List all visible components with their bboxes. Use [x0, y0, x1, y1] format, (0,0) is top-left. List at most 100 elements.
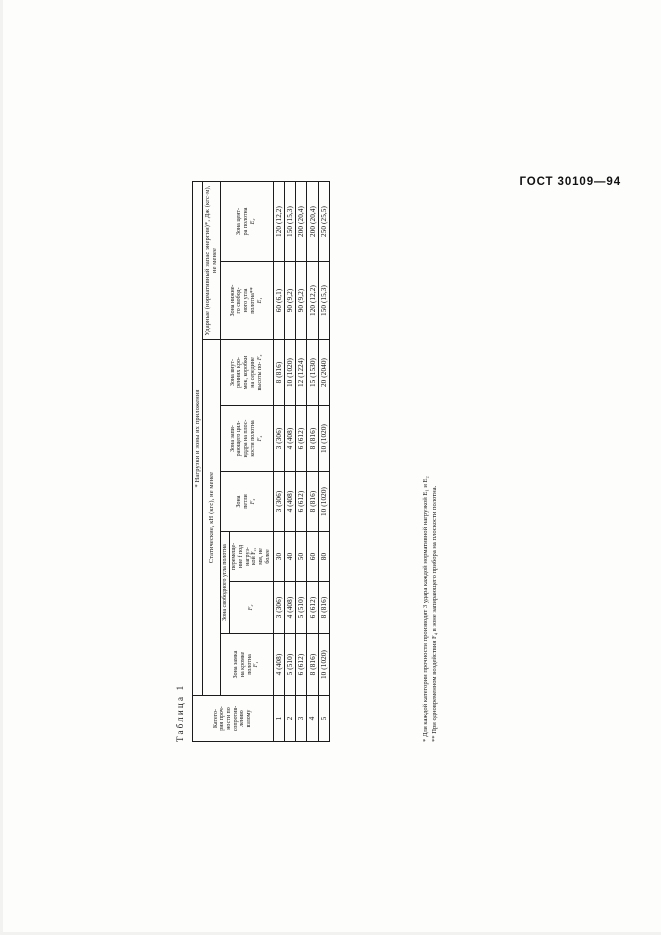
header-category-l6: взлому: [246, 709, 253, 728]
cell-f2: 8 (816): [318, 581, 330, 634]
header-col-f1-l1: Зона замка: [233, 650, 240, 679]
header-col-displacement-l4: кой F₂,: [251, 547, 258, 566]
cell-category: 4: [306, 695, 319, 742]
header-col-f5-l5: высоты по-: [256, 361, 263, 391]
header-col-f5-l1: Зона внут-: [229, 358, 236, 387]
header-col-f5-symbol: F₅: [256, 354, 263, 361]
rotated-table-block: Таблица 1 Катего-: [175, 181, 440, 742]
table-body: 1 4 (408) 3 (306) 30 3 (306) 3 (306) 8 (…: [273, 181, 330, 742]
cell-e1: 90 (9,2): [284, 261, 296, 340]
cell-f4: 4 (408): [284, 405, 296, 472]
header-row-2: Статические, кН (кгс), не менее Ударные …: [202, 181, 221, 741]
header-static-group: Статические, кН (кгс), не менее: [202, 339, 221, 696]
header-col-f4-l3: иддра на плос-: [243, 419, 250, 458]
header-col-f1-symbol: F₁: [253, 661, 260, 668]
header-col-f2-symbol: F₂: [248, 604, 255, 611]
cell-f3: 6 (612): [295, 471, 307, 532]
header-col-f4-symbol: F₄: [256, 435, 263, 442]
footnote-2: ** При одновременном воздействия F₄ в зо…: [430, 485, 438, 742]
header-col-f3-symbol: F₃: [249, 498, 256, 505]
cell-f1: 10 (1020): [318, 633, 330, 696]
scan-edge-left: [0, 0, 3, 935]
header-col-f5: Зона внут- ренних кро- мок, коробки на с…: [220, 339, 274, 406]
header-col-f1-l3: полотна: [246, 654, 253, 675]
cell-f5: 20 (2040): [318, 339, 330, 406]
header-col-f4-l2: рающего цил-: [236, 420, 243, 457]
cell-f5: 10 (1020): [284, 339, 296, 406]
cell-f4: 10 (1020): [318, 405, 330, 472]
cell-f3: 4 (408): [284, 471, 296, 532]
cell-f5: 12 (1224): [295, 339, 307, 406]
cell-e1: 60 (6,1): [273, 261, 285, 340]
cell-e1: 150 (15,3): [318, 261, 330, 340]
table-head: Катего- рия проч- ности по сопротив- лен…: [192, 181, 274, 742]
header-row-3: Зона замка на кромке полотна F₁ Зона сво…: [220, 181, 274, 741]
cell-category: 1: [273, 695, 285, 742]
header-row-1: Катего- рия проч- ности по сопротив- лен…: [192, 181, 274, 742]
header-category-l1: Катего-: [212, 708, 219, 729]
header-col-displacement-l6: более: [264, 549, 271, 564]
header-category-l3: ности по: [226, 707, 233, 730]
header-col-f1: Зона замка на кромке полотна F₁: [220, 633, 274, 696]
cell-e2: 200 (20,4): [306, 181, 319, 262]
header-col-f4-l1: Зона запи-: [229, 425, 236, 452]
table-row: 2 5 (510) 4 (408) 40 4 (408) 4 (408) 10 …: [284, 181, 296, 742]
cell-e2: 250 (25,5): [318, 181, 330, 262]
cell-f1: 4 (408): [273, 633, 285, 696]
header-col-e2-l1: Зона цент-: [236, 207, 243, 236]
header-category: Катего- рия проч- ности по сопротив- лен…: [192, 695, 274, 742]
scan-edge-bottom: [0, 932, 661, 935]
header-free-corner-group: Зона свободного угла полотна: [220, 531, 230, 634]
cell-f1: 5 (510): [284, 633, 296, 696]
header-col-f4-l4: кости полотна: [249, 420, 256, 457]
header-col-e1-l4: полотна**: [249, 287, 256, 314]
cell-f2: 4 (408): [284, 581, 296, 634]
running-head-standard-number: ГОСТ 30109—94: [519, 176, 621, 188]
header-col-e2-symbol: E₂: [249, 218, 256, 225]
cell-category: 3: [295, 695, 307, 742]
cell-e2: 200 (20,4): [295, 181, 307, 262]
header-col-e1-l1: Зона нижне-: [229, 284, 236, 317]
header-col-f4: Зона запи- рающего цил- иддра на плос- к…: [220, 405, 274, 472]
table-row: 3 6 (612) 5 (510) 50 6 (612) 6 (612) 12 …: [295, 181, 307, 742]
header-col-e2-l2: ра полотна: [243, 207, 250, 236]
header-col-e2: Зона цент- ра полотна E₂: [220, 181, 274, 262]
cell-displacement: 30: [273, 531, 285, 582]
header-col-f3: Зона петли F₃: [220, 471, 274, 532]
cell-displacement: 80: [318, 531, 330, 582]
header-col-f5-l2: ренних кро-: [236, 357, 243, 388]
cell-f3: 3 (306): [273, 471, 285, 532]
header-col-e1-l3: ного угла: [243, 288, 250, 313]
table-row: 5 10 (1020) 8 (816) 80 10 (1020) 10 (102…: [318, 181, 330, 742]
footnote-1: * Для каждой категории прочности произво…: [422, 476, 429, 742]
header-col-displacement-l1: перемеще-: [231, 542, 238, 571]
table-row: 1 4 (408) 3 (306) 30 3 (306) 3 (306) 8 (…: [273, 181, 285, 742]
header-col-displacement-l3: нагруз-: [244, 547, 251, 566]
cell-e1: 120 (12,2): [306, 261, 319, 340]
cell-f2: 5 (510): [295, 581, 307, 634]
cell-displacement: 60: [306, 531, 319, 582]
rotated-table-inner: Таблица 1 Катего-: [175, 181, 440, 742]
header-col-f5-l4: на середине: [249, 357, 256, 388]
header-category-l5: лению: [239, 710, 246, 727]
header-col-displacement-l5: мм, не: [258, 548, 265, 565]
header-col-f3-l2: петли: [243, 494, 250, 509]
cell-displacement: 40: [284, 531, 296, 582]
table-caption: Таблица 1: [175, 683, 185, 742]
header-col-f1-l2: на кромке: [239, 651, 246, 678]
header-category-l2: рия проч-: [219, 706, 226, 731]
header-col-f2: F₂: [229, 581, 274, 634]
cell-f4: 3 (306): [273, 405, 285, 472]
cell-f1: 6 (612): [295, 633, 307, 696]
cell-f2: 3 (306): [273, 581, 285, 634]
header-col-f3-l1: Зона: [236, 495, 243, 508]
cell-f1: 8 (816): [306, 633, 319, 696]
table-footnotes: * Для каждой категории прочности произво…: [422, 182, 440, 742]
header-col-e1: Зона нижне- го свобод- ного угла полотна…: [220, 261, 274, 340]
cell-f2: 6 (612): [306, 581, 319, 634]
cell-e1: 90 (9,2): [295, 261, 307, 340]
header-impact-group: Ударные (нормативный запас энергии)*, Дж…: [202, 181, 221, 340]
header-col-e1-symbol: E₁: [256, 297, 263, 304]
cell-category: 5: [318, 695, 330, 742]
